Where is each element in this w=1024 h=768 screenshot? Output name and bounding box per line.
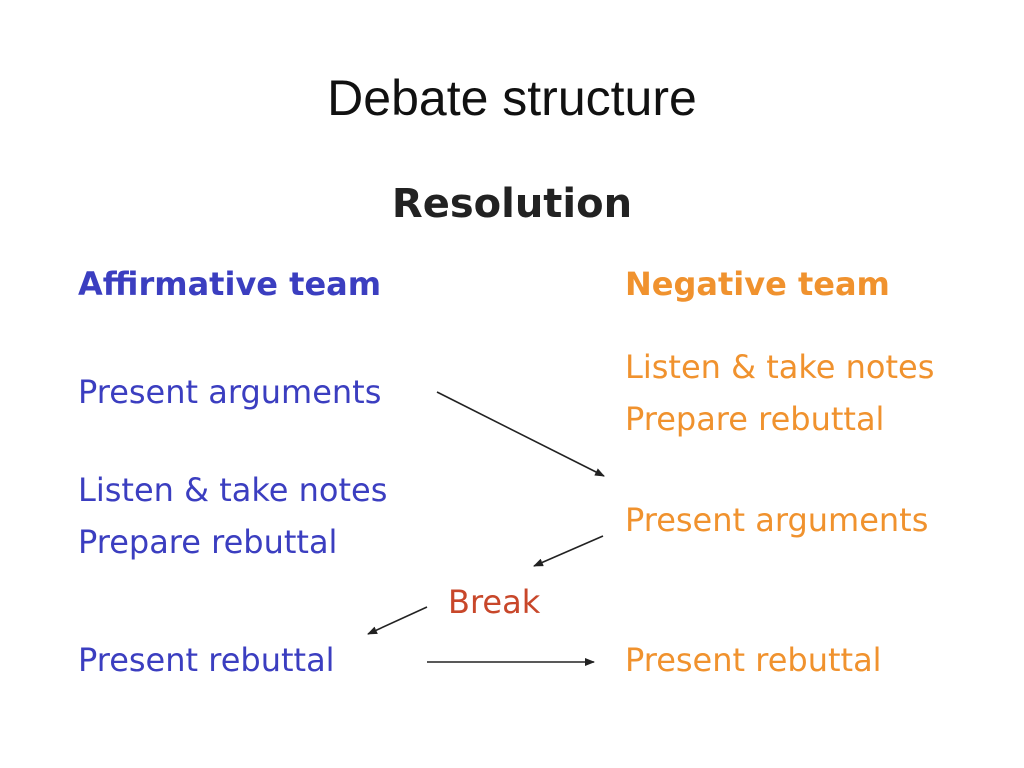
affirmative-team-heading: Affirmative team [78, 265, 382, 303]
arrow-aff-args-to-neg-args [436, 391, 605, 477]
affirmative-listen-notes: Listen & take notes [78, 471, 388, 509]
negative-present-rebuttal: Present rebuttal [625, 641, 882, 679]
affirmative-prepare-rebuttal: Prepare rebuttal [78, 523, 338, 561]
arrow-break-to-aff-rebuttal [367, 606, 428, 635]
negative-present-arguments: Present arguments [625, 501, 929, 539]
negative-prepare-rebuttal: Prepare rebuttal [625, 400, 885, 438]
affirmative-present-rebuttal: Present rebuttal [78, 641, 335, 679]
affirmative-present-arguments: Present arguments [78, 373, 382, 411]
slide-title: Debate structure [327, 70, 697, 126]
arrow-neg-args-to-break [533, 535, 604, 567]
negative-team-heading: Negative team [625, 265, 890, 303]
break-label: Break [448, 583, 541, 621]
resolution-label: Resolution [391, 181, 633, 227]
negative-listen-notes: Listen & take notes [625, 348, 935, 386]
